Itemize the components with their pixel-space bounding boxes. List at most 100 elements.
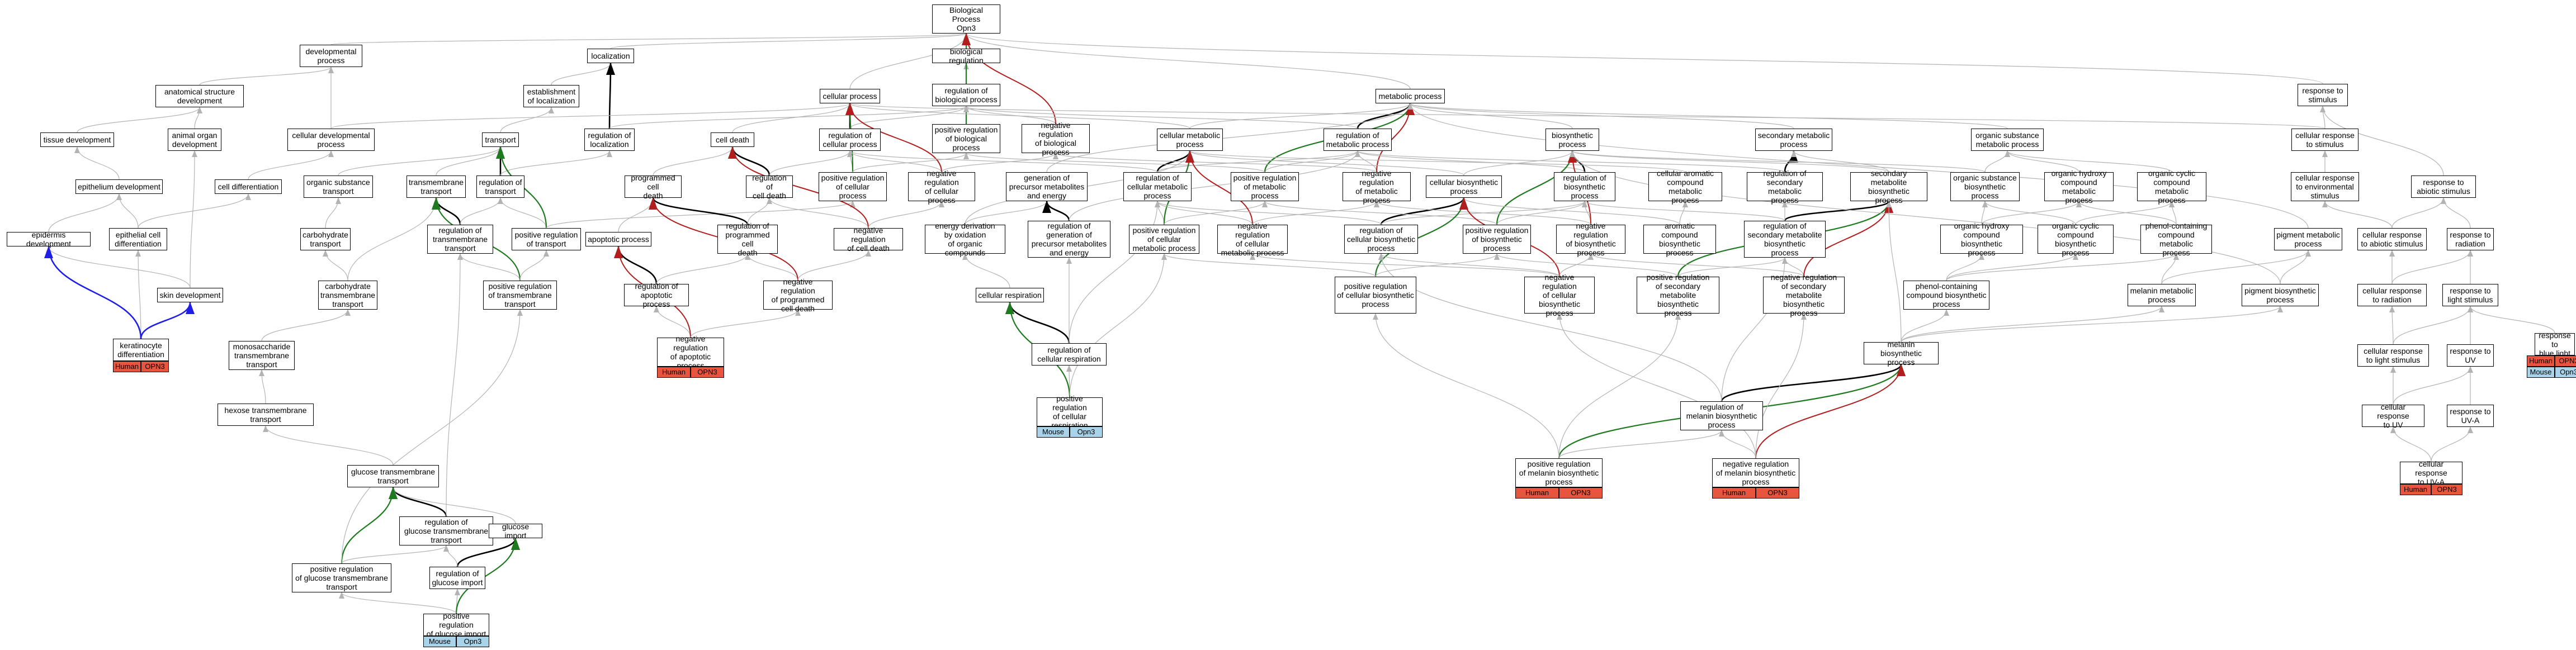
go-term-posregglucosetm[interactable]: positive regulation of glucose transmemb… [292, 563, 391, 592]
go-term-tissuedev[interactable]: tissue development [40, 132, 114, 147]
go-term-orgsubbio[interactable]: organic substance biosynthetic process [1950, 172, 2020, 201]
go-term-negregcellbio[interactable]: negative regulation of cellular biosynth… [1524, 273, 1595, 317]
go-term-respuv[interactable]: response to UV [2447, 344, 2494, 367]
go-term-metab[interactable]: metabolic process [1376, 89, 1445, 103]
go-term-transport[interactable]: transport [482, 132, 519, 147]
go-term-posregcellbio[interactable]: positive regulation of cellular biosynth… [1335, 277, 1416, 314]
go-term-melaninmetab[interactable]: melanin metabolic process [2128, 284, 2196, 306]
go-term-respuva[interactable]: response to UV-A [2447, 405, 2494, 427]
go-term-posregmelbio[interactable]: positive regulation of melanin biosynthe… [1515, 458, 1603, 487]
go-term-anatdev[interactable]: anatomical structure development [155, 85, 244, 107]
go-term-biosyn[interactable]: biosynthetic process [1545, 129, 1599, 151]
go-term-epithcelldiff[interactable]: epithelial cell differentiation [109, 228, 167, 250]
go-term-cellbiosyn[interactable]: cellular biosynthetic process [1426, 175, 1502, 198]
go-term-melaninbio[interactable]: melanin biosynthetic process [1864, 340, 1939, 367]
go-term-regpcd[interactable]: regulation of programmed cell death [717, 221, 778, 257]
go-term-posregsecmetabbio[interactable]: positive regulation of secondary metabol… [1637, 273, 1719, 317]
go-term-regbp[interactable]: regulation of biological process [932, 84, 1000, 106]
go-term-regmelbio[interactable]: regulation of melanin biosynthetic proce… [1680, 401, 1763, 430]
go-term-cellrespuv[interactable]: cellular response to UV [2362, 402, 2424, 429]
go-term-secmetab[interactable]: secondary metabolic process [1755, 129, 1832, 151]
go-term-posregbiosyn[interactable]: positive regulation of biosynthetic proc… [1463, 225, 1531, 254]
go-term-posregcellmetab[interactable]: positive regulation of cellular metaboli… [1129, 225, 1199, 254]
go-term-orghydroxybio[interactable]: organic hydroxy compound biosynthetic pr… [1940, 221, 2023, 257]
go-term-negregbiosyn[interactable]: negative regulation of biosynthetic proc… [1556, 221, 1625, 257]
go-term-glucoseimport[interactable]: glucose import [489, 522, 542, 540]
go-term-skindev[interactable]: skin development [157, 288, 223, 302]
go-term-negregcelldeath[interactable]: negative regulation of cell death [834, 226, 903, 253]
go-term-cellarom[interactable]: cellular aromatic compound metabolic pro… [1648, 169, 1722, 205]
go-term-phenolbio[interactable]: phenol-containing compound biosynthetic … [1903, 281, 1989, 310]
go-term-negregcellmetab[interactable]: negative regulation of cellular metaboli… [1217, 221, 1288, 257]
go-term-negregapop[interactable]: negative regulation of apoptotic process [657, 334, 724, 370]
go-term-cellmetab[interactable]: cellular metabolic process [1157, 129, 1223, 151]
go-term-orghydroxy[interactable]: organic hydroxy compound metabolic proce… [2044, 169, 2114, 205]
go-term-regglucosetm[interactable]: regulation of glucose transmembrane tran… [399, 516, 493, 545]
go-term-estloc[interactable]: establishment of localization [523, 85, 579, 107]
go-term-respstim[interactable]: response to stimulus [2298, 84, 2348, 106]
go-term-localization[interactable]: localization [587, 49, 634, 63]
go-term-epidermisdev[interactable]: epidermis development [7, 230, 91, 248]
go-term-negregmetab[interactable]: negative regulation of metabolic process [1343, 169, 1411, 205]
go-term-epidev[interactable]: epithelium development [75, 179, 163, 194]
go-term-devproc[interactable]: developmental process [300, 45, 362, 67]
go-term-negregpcd[interactable]: negative regulation of programmed cell d… [763, 277, 833, 313]
go-term-regbiosyn[interactable]: regulation of biosynthetic process [1554, 172, 1615, 201]
go-term-cellrespuva[interactable]: cellular response to UV-A [2400, 459, 2462, 486]
go-term-aromaticbio[interactable]: aromatic compound biosynthetic process [1643, 221, 1716, 257]
go-term-apoptotic[interactable]: apoptotic process [585, 232, 651, 246]
go-term-regsecmetab[interactable]: regulation of secondary metabolic proces… [1747, 169, 1823, 205]
go-term-regcelldeath[interactable]: regulation of cell death [746, 173, 793, 200]
go-term-cellresprad[interactable]: cellular response to radiation [2357, 284, 2427, 306]
go-term-respradiation[interactable]: response to radiation [2447, 228, 2494, 250]
go-term-resplight[interactable]: response to light stimulus [2442, 284, 2498, 306]
go-term-cellresp[interactable]: cellular response to stimulus [2291, 129, 2358, 151]
go-term-pigmentbio[interactable]: pigment biosynthetic process [2242, 284, 2319, 306]
go-term-regtrans[interactable]: regulation of transport [476, 175, 524, 198]
go-term-posregbp[interactable]: positive regulation of biological proces… [932, 124, 1000, 153]
go-term-kerat[interactable]: keratinocyte differentiation [113, 339, 169, 361]
go-term-reggenprec[interactable]: regulation of generation of precursor me… [1028, 221, 1110, 258]
go-term-posregcp[interactable]: positive regulation of cellular process [819, 172, 887, 201]
go-term-pigmentmetab[interactable]: pigment metabolic process [2274, 228, 2342, 250]
go-term-cellrespiration[interactable]: cellular respiration [976, 288, 1044, 302]
go-term-energyderiv[interactable]: energy derivation by oxidation of organi… [925, 221, 1005, 257]
go-term-regcellproc[interactable]: regulation of cellular process [819, 129, 881, 151]
go-term-cellproc[interactable]: cellular process [820, 89, 880, 103]
go-term-posregtrans[interactable]: positive regulation of transport [512, 228, 581, 250]
go-term-negregcp[interactable]: negative regulation of cellular process [908, 169, 975, 205]
go-term-monosac[interactable]: monosaccharide transmembrane transport [229, 341, 295, 370]
go-term-glucosetm[interactable]: glucose transmembrane transport [347, 465, 439, 487]
go-term-regtmtrans[interactable]: regulation of transmembrane transport [427, 225, 493, 254]
go-term-orgsubmetab[interactable]: organic substance metabolic process [1971, 129, 2044, 151]
go-term-regmetab[interactable]: regulation of metabolic process [1324, 129, 1392, 151]
go-term-posregcellresp[interactable]: positive regulation of cellular respirat… [1037, 394, 1103, 430]
go-term-animalorgan[interactable]: animal organ development [168, 129, 221, 151]
go-term-hexose[interactable]: hexose transmembrane transport [218, 404, 314, 426]
go-term-phenolmetab[interactable]: phenol-containing compound metabolic pro… [2140, 221, 2212, 257]
go-term-cellrespabiotic[interactable]: cellular response to abiotic stimulus [2357, 228, 2427, 250]
go-term-celldeath[interactable]: cell death [711, 132, 754, 147]
go-term-negregmelbio[interactable]: negative regulation of melanin biosynthe… [1712, 458, 1799, 487]
go-term-orgcyclicbio[interactable]: organic cyclic compound biosynthetic pro… [2038, 221, 2114, 257]
go-term-carbtmtrans[interactable]: carbohydrate transmembrane transport [318, 281, 377, 310]
go-term-posregmetab[interactable]: positive regulation of metabolic process [1231, 172, 1299, 201]
go-term-genprec[interactable]: generation of precursor metabolites and … [1006, 172, 1088, 201]
go-term-respabiotic[interactable]: response to abiotic stimulus [2411, 175, 2476, 198]
go-term-regcellmetab[interactable]: regulation of cellular metabolic process [1123, 172, 1192, 201]
go-term-negregbp[interactable]: negative regulation of biological proces… [1022, 121, 1090, 156]
go-term-cellresptoenv[interactable]: cellular response to environmental stimu… [2291, 172, 2359, 201]
go-term-orgcyclic[interactable]: organic cyclic compound metabolic proces… [2137, 169, 2206, 205]
go-term-orgsubtrans[interactable]: organic substance transport [304, 175, 373, 198]
go-term-carbtrans[interactable]: carbohydrate transport [300, 228, 351, 250]
go-term-bioreg[interactable]: biological regulation [932, 47, 1000, 65]
go-term-negregsecmetabbio[interactable]: negative regulation of secondary metabol… [1763, 273, 1845, 317]
go-term-regcellbio[interactable]: regulation of cellular biosynthetic proc… [1344, 225, 1418, 254]
go-term-regsecmetabbio[interactable]: regulation of secondary metabolite biosy… [1744, 221, 1826, 258]
go-term-posregtmtrans[interactable]: positive regulation of transmembrane tra… [483, 281, 557, 310]
go-term-secmetabbio[interactable]: secondary metabolite biosynthetic proces… [1850, 169, 1927, 205]
go-term-regapop[interactable]: regulation of apoptotic process [624, 282, 689, 309]
go-term-regglucoseimport[interactable]: regulation of glucose import [429, 567, 485, 589]
go-term-celldiff[interactable]: cell differentiation [215, 179, 282, 194]
go-term-bp[interactable]: Biological Process Opn3 [932, 4, 1000, 34]
